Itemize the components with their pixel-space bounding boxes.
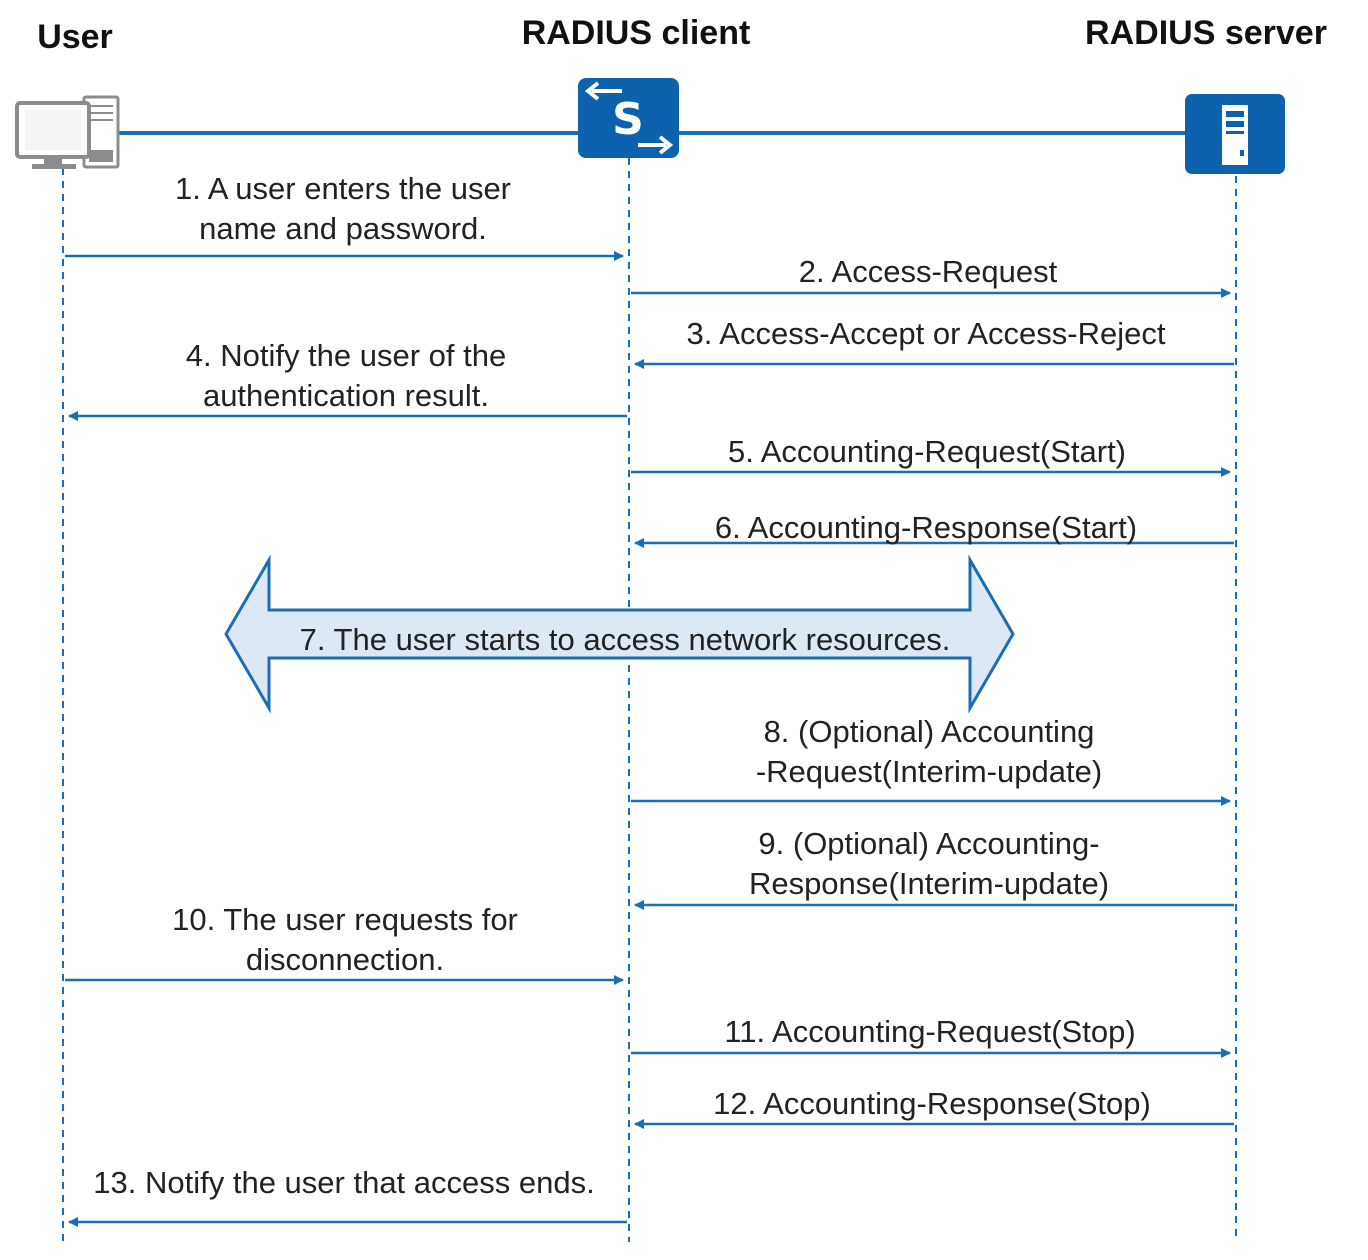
- message-label-m1-line1: 1. A user enters the user: [175, 171, 511, 206]
- message-label-m6-line1: 6. Accounting-Response(Start): [715, 510, 1137, 545]
- message-label-m13-line1: 13. Notify the user that access ends.: [93, 1165, 594, 1200]
- message-label-m10-line2: disconnection.: [246, 942, 444, 977]
- message-label-m10-line1: 10. The user requests for: [172, 902, 518, 937]
- actor-user-label: User: [37, 18, 113, 56]
- message-label-m4-line2: authentication result.: [203, 378, 489, 413]
- actor-server-label: RADIUS server: [1085, 14, 1327, 52]
- access-phase-arrow: [224, 554, 1015, 714]
- access-phase-label: 7. The user starts to access network res…: [300, 622, 951, 657]
- svg-text:S: S: [612, 94, 644, 145]
- message-label-m9-line1: 9. (Optional) Accounting-: [758, 826, 1099, 861]
- message-label-m8-line1: 8. (Optional) Accounting: [764, 714, 1095, 749]
- message-label-m2-line1: 2. Access-Request: [799, 254, 1058, 289]
- actor-client-label: RADIUS client: [522, 14, 751, 52]
- message-label-m3-line1: 3. Access-Accept or Access-Reject: [687, 316, 1166, 351]
- message-label-m1-line2: name and password.: [199, 211, 487, 246]
- message-label-m4-line1: 4. Notify the user of the: [186, 338, 507, 373]
- switch-icon: S: [578, 78, 679, 158]
- message-label-m9-line2: Response(Interim-update): [749, 866, 1109, 901]
- server-icon: [1185, 94, 1285, 174]
- message-label-m11-line1: 11. Accounting-Request(Stop): [724, 1014, 1135, 1049]
- message-label-m8-line2: -Request(Interim-update): [756, 754, 1102, 789]
- message-label-m5-line1: 5. Accounting-Request(Start): [728, 434, 1126, 469]
- computer-icon: [15, 95, 120, 169]
- message-label-m12-line1: 12. Accounting-Response(Stop): [713, 1086, 1151, 1121]
- message-group: 1. A user enters the user name and passwo…: [65, 171, 1234, 1227]
